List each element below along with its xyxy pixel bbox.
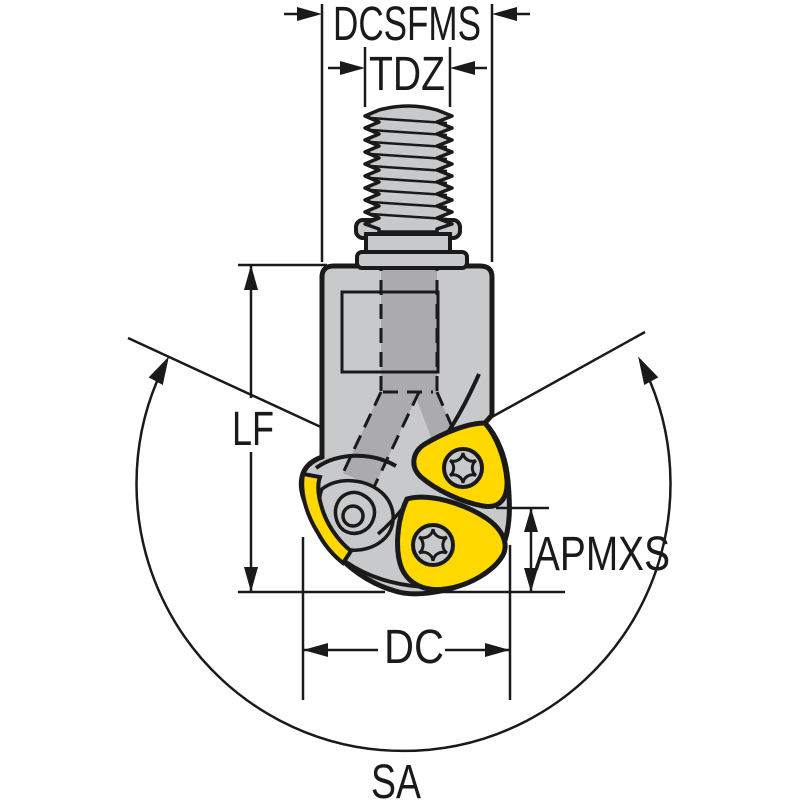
dcsfms-extension-lines <box>320 4 494 262</box>
insert-left-crescent <box>300 471 354 566</box>
tdz-arrow-left <box>340 61 365 75</box>
torx-screw-upper <box>442 447 484 489</box>
tdz-extension-lines <box>363 47 452 107</box>
torx-star-lower <box>418 528 448 562</box>
dc-arrow-right <box>485 643 510 657</box>
dc-arrow-left <box>303 643 328 657</box>
insert-upper-right <box>411 420 510 509</box>
label-tdz: TDZ <box>369 48 445 101</box>
channel-branch-left <box>343 392 419 487</box>
torx-star-upper <box>448 452 478 484</box>
insert-seat-outline <box>333 490 377 536</box>
tdz-arrow-right <box>450 61 475 75</box>
channel-branch-right <box>414 392 453 440</box>
label-dc: DC <box>384 621 444 674</box>
sa-arrow-left <box>148 356 169 385</box>
thread-flank-lines <box>369 116 448 221</box>
cutter-tool <box>298 104 512 597</box>
threaded-shank <box>363 104 454 234</box>
dim-sa: SA <box>127 330 672 800</box>
dim-dcsfms: DCSFMS <box>284 0 530 262</box>
sa-arrow-right <box>638 356 659 385</box>
sa-angle-arc <box>135 359 672 753</box>
dc-extension-lines <box>301 537 512 700</box>
dcsfms-arrow-right <box>492 7 517 21</box>
dim-tdz: TDZ <box>328 47 487 107</box>
apmxs-arrow-up <box>524 508 538 532</box>
torx-screw-lower <box>411 523 455 567</box>
neck-collar <box>355 250 469 270</box>
label-lf: LF <box>232 403 274 456</box>
screw-hole <box>341 504 365 528</box>
lf-arrow-up <box>244 265 258 290</box>
dcsfms-arrow-left <box>297 7 322 21</box>
sa-angle-line-left <box>127 336 324 430</box>
dim-dc: DC <box>301 537 512 700</box>
dim-lf: LF <box>232 263 565 594</box>
lf-arrow-down <box>244 567 258 592</box>
apmxs-arrow-down <box>524 568 538 592</box>
label-dcsfms: DCSFMS <box>333 0 481 51</box>
dim-apmxs: APMXS <box>496 506 670 592</box>
sa-angle-line-right <box>489 330 646 420</box>
pocket-top-line <box>314 453 398 470</box>
insert-lower-right <box>395 494 508 593</box>
label-sa: SA <box>371 756 421 800</box>
label-apmxs: APMXS <box>534 528 670 581</box>
channel-hidden-lines <box>341 232 455 488</box>
